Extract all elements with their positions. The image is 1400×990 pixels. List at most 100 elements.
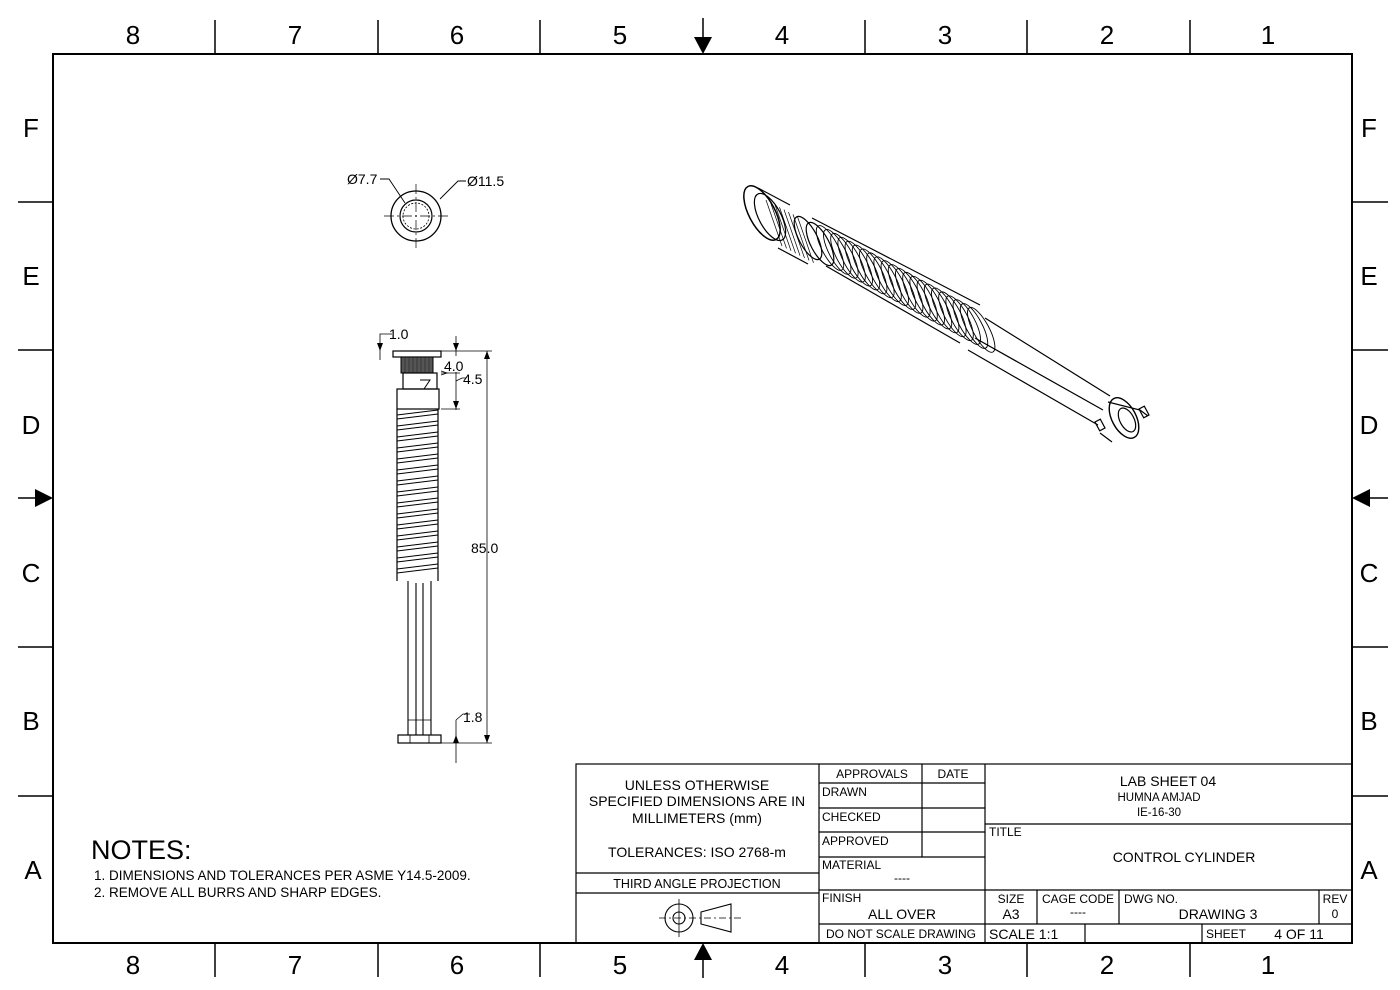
col-label-top-4: 4 [775,20,789,50]
col-label-top-2: 2 [1100,20,1114,50]
size-value: A3 [1002,906,1019,922]
spring-ring [851,244,881,291]
spring-coil [396,409,439,420]
spring-coil [396,486,439,497]
material-value: ---- [894,871,910,885]
isometric-view [743,185,1150,443]
date-label: DATE [937,767,968,781]
dim-base-height: 1.8 [463,709,483,725]
spring-coil [396,420,439,431]
dim-collar-height: 4.5 [463,371,483,387]
third-angle-projection-icon [659,899,741,937]
note-item-1: 1. DIMENSIONS AND TOLERANCES PER ASME Y1… [94,868,471,883]
cage-code-value: ---- [1070,905,1086,919]
row-label-right-C: C [1360,558,1379,588]
spring-coil [396,508,439,519]
sheet-label: SHEET [1206,927,1247,941]
spring-coil [396,563,439,574]
col-label-bottom-8: 8 [126,950,140,980]
title-label: TITLE [989,825,1022,839]
dim-head-height: 4.0 [444,358,464,374]
dwg-no-label: DWG NO. [1124,892,1178,906]
col-label-top-7: 7 [288,20,302,50]
projection-label: THIRD ANGLE PROJECTION [613,877,780,891]
spring-coil [396,541,439,552]
finish-label: FINISH [822,891,861,905]
col-label-bottom-5: 5 [613,950,627,980]
knurl-line [779,207,796,254]
finish-value: ALL OVER [868,906,936,922]
col-label-top-3: 3 [938,20,952,50]
spring-coil [396,453,439,464]
side-view: 1.0 4.0 4.5 85.0 1.8 [377,326,498,763]
notes: NOTES: 1. DIMENSIONS AND TOLERANCES PER … [91,835,471,900]
center-arrow-top [694,37,712,54]
knurl-line [797,216,814,263]
project-name: LAB SHEET 04 [1120,773,1216,789]
spring-coil [396,431,439,442]
notes-heading: NOTES: [91,835,192,865]
spring-ring [837,236,866,283]
spring-coil [396,530,439,541]
rev-value: 0 [1332,907,1339,921]
checked-label: CHECKED [822,810,881,824]
rev-label: REV [1323,892,1348,906]
inner-diameter-dim: Ø7.7 [347,171,378,187]
dim-top-offset: 1.0 [389,326,409,342]
sheet-value: 4 OF 11 [1274,926,1324,942]
center-arrow-left [35,489,53,507]
col-label-bottom-3: 3 [938,950,952,980]
spring-ring [823,229,852,275]
knurl-line [765,199,783,247]
spring-ring [830,232,859,279]
knurl-line [774,204,792,251]
knurl-line [783,209,801,256]
row-label-left-E: E [22,261,39,291]
units-note-line1: UNLESS OTHERWISE [625,777,769,793]
scale-value: SCALE 1:1 [989,926,1058,942]
col-label-top-6: 6 [450,20,464,50]
dim-overall-length: 85.0 [471,540,498,556]
row-label-left-C: C [22,558,41,588]
units-note-line2: SPECIFIED DIMENSIONS ARE IN [589,793,805,809]
col-label-bottom-6: 6 [450,950,464,980]
spring-ring [887,264,917,310]
col-label-bottom-7: 7 [288,950,302,980]
knurl-line [770,202,787,249]
cage-code-label: CAGE CODE [1042,892,1114,906]
author-name: HUMNA AMJAD [1117,792,1200,804]
spring-ring [873,256,902,303]
row-label-left-B: B [22,706,39,736]
units-note-line3: MILLIMETERS (mm) [632,810,762,826]
spring-ring [952,299,981,345]
spring-ring [895,268,924,314]
knurl-line [792,214,810,261]
spring-ring [931,287,960,334]
approvals-label: APPROVALS [836,767,908,781]
spring-coil [396,475,439,486]
row-label-left-D: D [22,410,41,440]
row-label-right-F: F [1361,113,1377,143]
spring-ring [909,275,938,322]
drawing-title: CONTROL CYLINDER [1113,849,1256,865]
end-view: Ø7.7 Ø11.5 [347,171,504,250]
row-label-right-E: E [1360,261,1377,291]
col-label-bottom-1: 1 [1261,950,1275,980]
spring-ring [902,271,931,318]
spring-coil [396,497,439,508]
spring-ring [967,307,996,353]
center-arrow-bottom [694,943,712,960]
spring-ring [844,240,873,287]
col-label-bottom-2: 2 [1100,950,1114,980]
drawn-label: DRAWN [822,785,867,799]
col-label-top-8: 8 [126,20,140,50]
author-id: IE-16-30 [1137,807,1181,819]
dwg-no-value: DRAWING 3 [1179,906,1258,922]
center-arrow-right [1352,489,1370,507]
col-label-top-5: 5 [613,20,627,50]
size-label: SIZE [998,892,1025,906]
spring-coil [396,552,439,563]
row-label-right-D: D [1360,410,1379,440]
row-label-left-F: F [23,113,39,143]
